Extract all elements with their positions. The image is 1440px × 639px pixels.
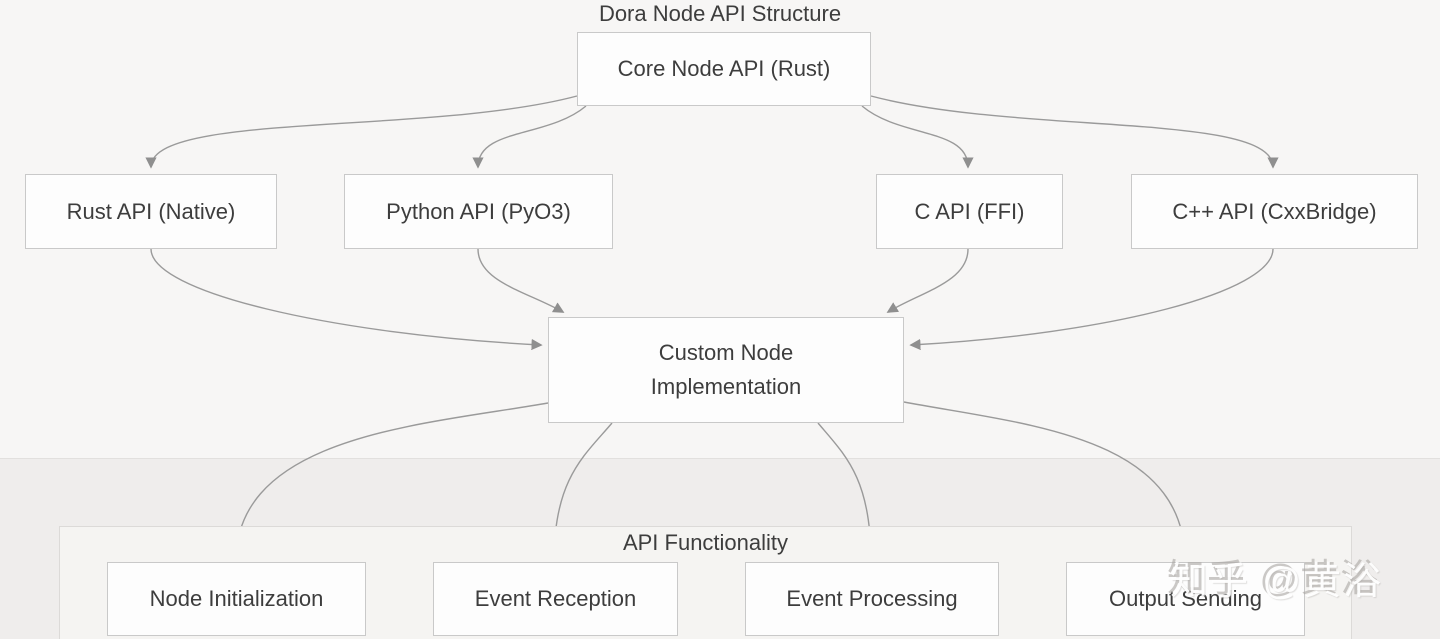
node-core-api-label: Core Node API (Rust) [617, 56, 831, 81]
node-node-initialization-label: Node Initialization [149, 586, 324, 611]
node-node-initialization: Node Initialization [107, 562, 366, 636]
connector-core-to-cpp [870, 95, 1279, 169]
connector-core-to-python [472, 105, 587, 169]
connector-core-to-c [861, 105, 974, 169]
node-rust-api-label: Rust API (Native) [66, 198, 236, 224]
connector-rust-to-custom [150, 248, 543, 351]
zhihu-watermark: 知乎 @黄浴 [1170, 561, 1384, 603]
node-python-api-label: Python API (PyO3) [386, 198, 571, 224]
connector-c-to-custom [886, 248, 969, 313]
connector-cpp-to-custom [909, 248, 1274, 351]
node-custom-implementation: Custom Node Implementation [548, 317, 904, 423]
node-core-api: Core Node API (Rust) [577, 32, 871, 106]
node-rust-api: Rust API (Native) [25, 174, 277, 249]
node-cpp-api-label: C++ API (CxxBridge) [1172, 198, 1377, 224]
node-output-sending: Output Sending [1066, 562, 1305, 636]
diagram-title: Dora Node API Structure [598, 1, 842, 26]
node-event-processing: Event Processing [745, 562, 999, 636]
node-output-sending-label: Output Sending [1109, 586, 1262, 611]
node-event-reception: Event Reception [433, 562, 678, 636]
connector-python-to-custom [477, 248, 565, 313]
node-c-api: C API (FFI) [876, 174, 1063, 249]
node-event-processing-label: Event Processing [786, 586, 958, 611]
node-custom-implementation-label: Custom Node Implementation [650, 340, 802, 399]
api-functionality-label: API Functionality [622, 530, 789, 555]
node-c-api-label: C API (FFI) [914, 198, 1025, 224]
api-functionality-container: API Functionality Node Initialization Ev… [59, 526, 1352, 639]
connector-core-to-rust [145, 95, 578, 169]
node-python-api: Python API (PyO3) [344, 174, 613, 249]
node-event-reception-label: Event Reception [474, 586, 637, 611]
node-cpp-api: C++ API (CxxBridge) [1131, 174, 1418, 249]
